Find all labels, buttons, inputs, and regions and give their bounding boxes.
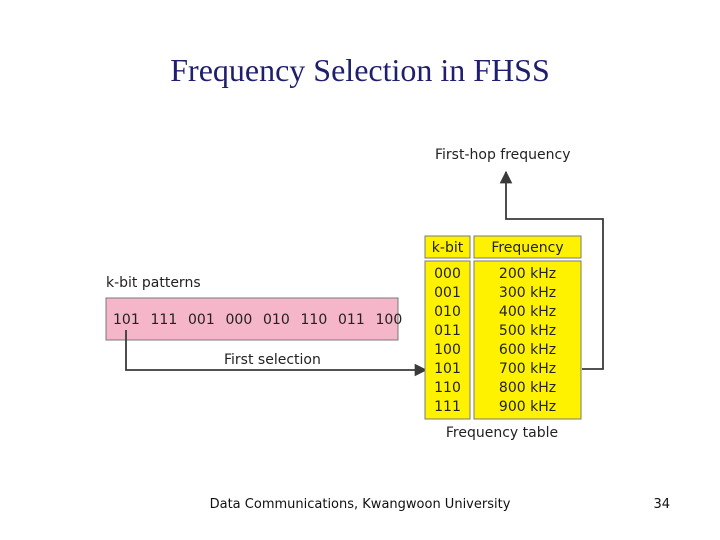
pattern-item: 001 [188,312,215,328]
table-frequency-cell: 800 kHz [499,380,556,396]
table-frequency-cell: 200 kHz [499,266,556,282]
table-kbit-header-cell [424,235,471,259]
patterns-box [105,297,399,341]
table-kbit-cell: 100 [434,342,461,358]
first-selection-label: First selection [224,352,321,368]
table-kbit-body [424,260,471,420]
first-selection-arrow [125,330,428,377]
page-number: 34 [653,497,670,512]
slide-title: Frequency Selection in FHSS [170,52,550,88]
pattern-item: 100 [376,312,403,328]
table-kbit-cell: 011 [434,323,461,339]
table-freq-header-cell [473,235,582,259]
table-kbit-cell: 001 [434,285,461,301]
pattern-item: 010 [263,312,290,328]
pattern-item: 011 [338,312,365,328]
table-frequency-cell: 600 kHz [499,342,556,358]
table-caption: Frequency table [446,425,558,441]
table-header-frequency: Frequency [491,240,563,256]
pattern-item: 101 [113,312,140,328]
pattern-item: 110 [301,312,328,328]
table-kbit-cell: 111 [434,399,461,415]
footer-text: Data Communications, Kwangwoon Universit… [209,497,511,512]
table-frequency-cell: 400 kHz [499,304,556,320]
table-header-kbit: k-bit [432,240,464,256]
pattern-item: 111 [151,312,178,328]
table-kbit-cell: 101 [434,361,461,377]
patterns-label: k-bit patterns [106,275,201,291]
table-freq-body [473,260,582,420]
table-rows: 000 200 kHz 001 300 kHz 010 400 kHz 011 500 kHz… [434,266,556,415]
first-hop-label: First-hop frequency [435,147,571,163]
table-kbit-cell: 110 [434,380,461,396]
pattern-item: 000 [226,312,253,328]
table-kbit-cell: 000 [434,266,461,282]
patterns-group: 101 111 001 000 010 110 011 100 [113,312,402,328]
table-frequency-cell: 700 kHz [499,361,556,377]
table-kbit-cell: 010 [434,304,461,320]
table-frequency-cell: 900 kHz [499,399,556,415]
first-hop-arrow [499,170,604,370]
table-frequency-cell: 500 kHz [499,323,556,339]
table-frequency-cell: 300 kHz [499,285,556,301]
